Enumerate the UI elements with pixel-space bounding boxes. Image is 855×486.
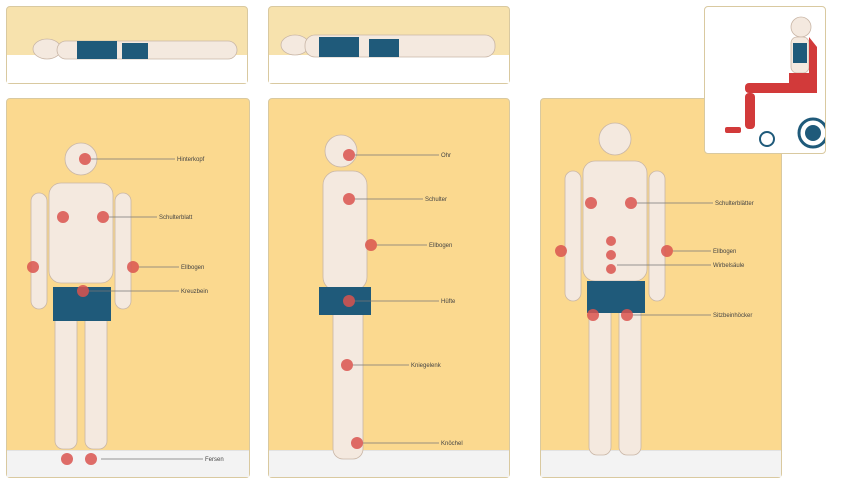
side-label-1: Schulter bbox=[425, 197, 447, 203]
panel-side-view: Ohr Schulter Ellbogen Hüfte Kniegelenk K… bbox=[268, 98, 510, 478]
side-label-2: Ellbogen bbox=[429, 243, 452, 249]
front-label-1: Schulterblatt bbox=[159, 215, 193, 221]
panel-lying-supine bbox=[6, 6, 248, 84]
back-label-0: Schulterblätter bbox=[715, 201, 754, 207]
panel-wheelchair bbox=[704, 6, 826, 154]
front-label-2: Ellbogen bbox=[181, 265, 204, 271]
figure-lying-side bbox=[269, 7, 509, 83]
side-label-3: Hüfte bbox=[441, 299, 456, 305]
front-label-0: Hinterkopf bbox=[177, 157, 205, 163]
front-label-4: Fersen bbox=[205, 457, 224, 463]
figure-lying-supine bbox=[7, 7, 247, 83]
side-label-5: Knöchel bbox=[441, 441, 463, 447]
panel-front-view: Hinterkopf Schulterblatt Ellbogen Kreuzb… bbox=[6, 98, 250, 478]
panel-back-view: Schulterblätter Ellbogen Wirbelsäule Sit… bbox=[540, 98, 782, 478]
figure-side: Ohr Schulter Ellbogen Hüfte Kniegelenk K… bbox=[269, 99, 509, 477]
figure-wheelchair bbox=[705, 7, 825, 153]
back-label-2: Wirbelsäule bbox=[713, 263, 745, 269]
side-label-4: Kniegelenk bbox=[411, 363, 442, 369]
back-label-1: Ellbogen bbox=[713, 249, 736, 255]
front-label-3: Kreuzbein bbox=[181, 289, 208, 295]
panel-lying-side bbox=[268, 6, 510, 84]
figure-front: Hinterkopf Schulterblatt Ellbogen Kreuzb… bbox=[7, 99, 249, 477]
figure-back: Schulterblätter Ellbogen Wirbelsäule Sit… bbox=[541, 99, 781, 477]
back-label-3: Sitzbeinhöcker bbox=[713, 313, 752, 319]
side-label-0: Ohr bbox=[441, 153, 451, 159]
